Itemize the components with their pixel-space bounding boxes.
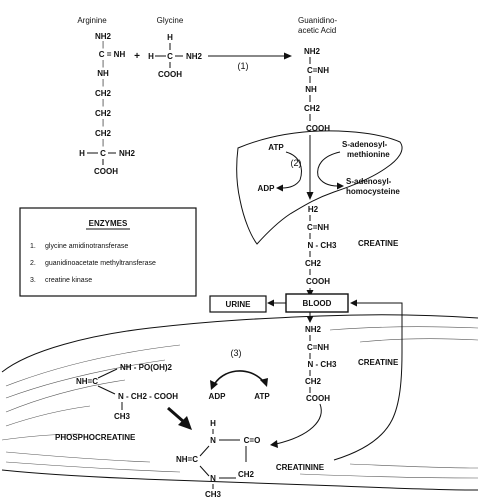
creatinine-label: CREATININE <box>276 463 325 472</box>
adp-liver: ADP <box>258 184 276 193</box>
atp-muscle: ATP <box>254 392 270 401</box>
blood-label: BLOOD <box>303 299 332 308</box>
guanidinoacetate-row-5: COOH <box>306 124 330 133</box>
guanidinoacetate-row-1: NH2 <box>304 47 321 56</box>
creatine-muscle-row-3: N - CH3 <box>308 360 337 369</box>
enzymes-legend: ENZYMES 1. glycine amidinotransferase 2.… <box>19 207 197 297</box>
creatinine-h: H <box>210 419 216 428</box>
s-adenosylhomocysteine-1: S-adenosyl- <box>346 177 392 186</box>
creatine-liver-row-3: N - CH3 <box>308 241 337 250</box>
enzymes-box <box>19 207 197 297</box>
arginine-bond-4: | <box>102 98 104 107</box>
reaction-2-label: (2) <box>291 158 302 168</box>
arginine-row-3: NH <box>97 69 109 78</box>
plus-sign: + <box>134 51 140 62</box>
adp-muscle: ADP <box>209 392 227 401</box>
arginine-bond-2: | <box>102 59 104 68</box>
creatinine: H N C=O NH=C N CH2 CH3 CREATININE <box>176 419 325 499</box>
enzyme-1-name: glycine amidinotransferase <box>45 243 128 250</box>
arginine-bond-3: | <box>102 78 104 87</box>
creatinine-to-blood-path <box>333 302 403 461</box>
creatinine-n-top: N <box>210 436 216 445</box>
glycine-cooh: COOH <box>158 70 182 79</box>
guanidinoacetic-acid: Guanidino- acetic Acid NH2 C=NH NH CH2 C… <box>298 16 337 133</box>
creatine-liver-label: CREATINE <box>358 239 399 248</box>
arginine-bond-1: | <box>102 40 104 49</box>
creatine-to-creatinine-arrow <box>275 403 322 445</box>
creatine-muscle-row-5: COOH <box>306 394 330 403</box>
liver-outline <box>236 130 403 245</box>
arginine-title: Arginine <box>77 16 107 25</box>
phosphocreatine-label: PHOSPHOCREATINE <box>55 433 136 442</box>
creatinine-c-eq-o: C=O <box>244 436 261 445</box>
creatine-liver-row-5: COOH <box>306 277 330 286</box>
creatine-muscle-row-1: NH2 <box>305 325 322 334</box>
arginine-alpha-c: C <box>100 149 106 158</box>
guanidinoacetate-title-1: Guanidino- <box>298 16 337 25</box>
s-adenosylmethionine-1: S-adenosyl- <box>342 140 388 149</box>
arginine-row-4: CH2 <box>95 89 112 98</box>
creatine-liver-row-4: CH2 <box>305 259 322 268</box>
phosphocreatine-to-creatinine-arrow <box>167 406 185 424</box>
glycine-left-h: H <box>148 52 154 61</box>
phosphocreatine-nh-eq-c: NH=C <box>76 377 98 386</box>
creatine-muscle: NH2 C=NH N - CH3 CH2 COOH CREATINE <box>305 325 399 403</box>
arginine-row-6: CH2 <box>95 129 112 138</box>
phosphocreatine-n-chain: N - CH2 - COOH <box>118 392 178 401</box>
enzyme-3-name: creatine kinase <box>45 277 92 284</box>
creatine-muscle-row-2: C=NH <box>307 343 329 352</box>
phosphocreatine-nh-po: NH - PO(OH)2 <box>120 363 173 372</box>
guanidinoacetate-row-3: NH <box>305 85 317 94</box>
creatinine-ch2: CH2 <box>238 470 255 479</box>
arginine-alpha-nh2: NH2 <box>119 149 136 158</box>
reaction-3-arc <box>213 370 265 386</box>
urine-label: URINE <box>226 300 252 309</box>
creatinine-ch3: CH3 <box>205 490 222 499</box>
urine-box <box>209 295 267 313</box>
guanidinoacetate-row-2: C=NH <box>307 66 329 75</box>
creatinine-n-bottom: N <box>210 474 216 483</box>
creatine-muscle-label: CREATINE <box>358 358 399 367</box>
creatine-liver-row-2: C=NH <box>307 223 329 232</box>
glycine: Glycine H H C NH2 COOH <box>148 16 202 79</box>
arginine-bond-6: | <box>102 138 104 147</box>
glycine-h: H <box>167 33 173 42</box>
creatine-liver: H2 C=NH N - CH3 CH2 COOH CREATINE <box>305 205 399 286</box>
arginine-alpha-h: H <box>79 149 85 158</box>
arginine-cooh: COOH <box>94 167 118 176</box>
arginine-bond-5: | <box>102 118 104 127</box>
creatinine-nh-eq-c: NH=C <box>176 455 198 464</box>
enzyme-2-name: guanidinoacetate methyltransferase <box>45 260 156 267</box>
enzyme-3-number: 3. <box>30 277 36 284</box>
s-adenosylmethionine-2: methionine <box>347 150 390 159</box>
enzymes-title: ENZYMES <box>89 219 128 228</box>
glycine-nh2: NH2 <box>186 52 203 61</box>
enzyme-2-number: 2. <box>30 260 36 267</box>
s-adenosylhomocysteine-2: homocysteine <box>346 187 400 196</box>
reaction-1-arrowhead <box>284 52 292 60</box>
muscle-outline <box>1 314 479 491</box>
reaction-1-label: (1) <box>238 61 249 71</box>
enzyme-1-number: 1. <box>30 243 36 250</box>
arginine: Arginine NH2 | C = NH | NH | CH2 | CH2 |… <box>77 16 135 176</box>
glycine-title: Glycine <box>157 16 184 25</box>
glycine-c: C <box>167 52 173 61</box>
arginine-row-1: NH2 <box>95 32 112 41</box>
guanidinoacetate-row-4: CH2 <box>304 104 321 113</box>
reaction-3-label: (3) <box>231 348 242 358</box>
phosphocreatine: NH=C NH - PO(OH)2 N - CH2 - COOH CH3 PHO… <box>55 363 178 442</box>
arginine-row-5: CH2 <box>95 109 112 118</box>
phosphocreatine-ch3: CH3 <box>114 412 131 421</box>
creatine-muscle-row-4: CH2 <box>305 377 322 386</box>
guanidinoacetate-title-2: acetic Acid <box>298 26 336 35</box>
atp-liver: ATP <box>268 143 284 152</box>
creatine-liver-row-1: H2 <box>308 205 319 214</box>
arginine-row-2: C = NH <box>99 50 126 59</box>
